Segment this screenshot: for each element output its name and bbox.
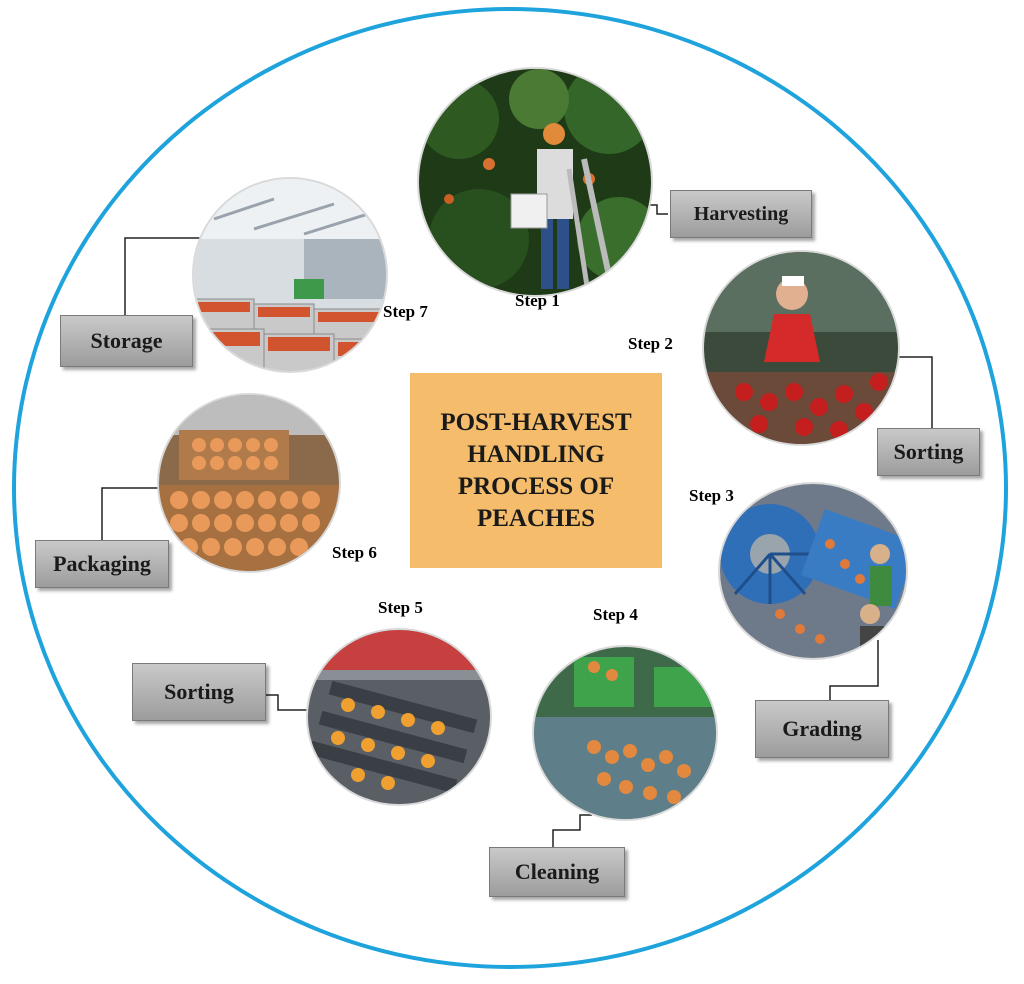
connector-cleaning [552,814,592,847]
step-6-number: Step 6 [332,543,377,562]
connector-sorting-5 [266,694,310,711]
connector-grading [829,640,879,700]
harvesting-label: Harvesting [670,190,812,238]
cleaning-label: Cleaning [489,847,625,897]
connector-sorting-2 [897,356,933,428]
harvesting-photo [417,67,653,297]
step-7-number: Step 7 [383,302,428,321]
outer-ring [12,7,1008,969]
sorting-photo-step-2 [702,250,900,446]
storage-label: Storage [60,315,193,367]
packaging-label: Packaging [35,540,169,588]
grading-photo [718,482,908,660]
storage-photo [192,177,388,373]
diagram-title: POST-HARVEST HANDLING PROCESS OF PEACHES [440,408,632,532]
step-1-number: Step 1 [515,291,560,310]
sorting-photo-step-5 [306,628,492,806]
packaging-photo [157,393,341,573]
sorting-label-step-2: Sorting [877,428,980,476]
step-4-number: Step 4 [593,605,638,624]
step-5-number: Step 5 [378,598,423,617]
connector-storage [124,237,200,315]
center-title-box: POST-HARVEST HANDLING PROCESS OF PEACHES [410,373,662,568]
connector-packaging [101,487,163,540]
cleaning-photo [532,645,718,821]
step-3-number: Step 3 [689,486,734,505]
sorting-label-step-5: Sorting [132,663,266,721]
step-2-number: Step 2 [628,334,673,353]
grading-label: Grading [755,700,889,758]
